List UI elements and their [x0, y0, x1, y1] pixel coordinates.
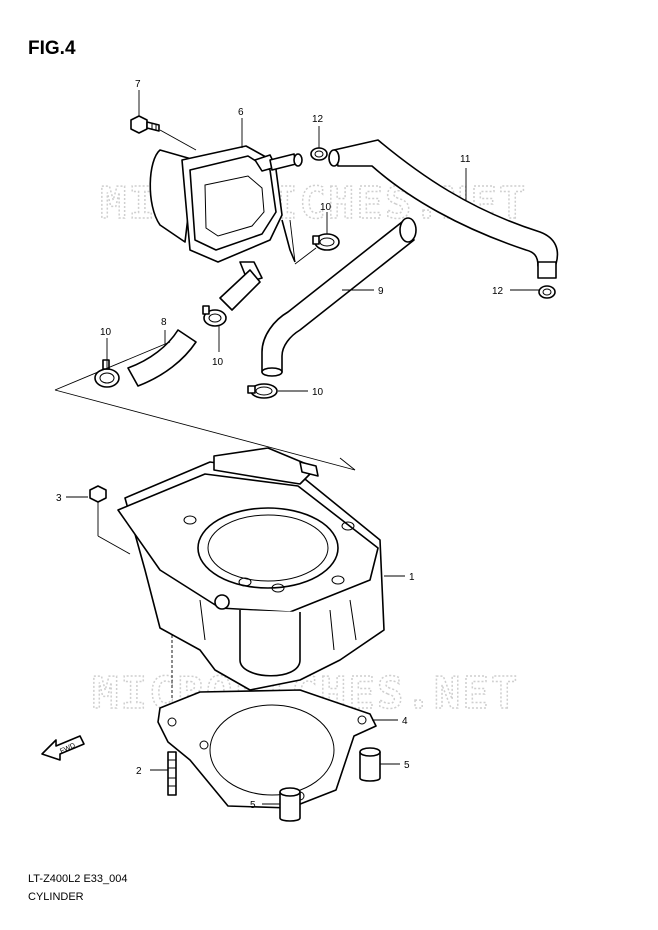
assembly-guide-lines [54, 219, 356, 471]
callout-8: 8 [161, 317, 167, 344]
clamp-10-middle [202, 305, 227, 327]
svg-text:10: 10 [100, 327, 112, 338]
svg-text:8: 8 [161, 317, 167, 328]
callout-5-bottom: 5 [250, 800, 256, 811]
callout-1: 1 [409, 572, 415, 583]
callout-7: 7 [135, 79, 141, 116]
svg-text:6: 6 [238, 107, 244, 118]
callout-4: 4 [402, 716, 408, 727]
fwd-arrow: FWD [41, 735, 85, 761]
dowel-5-right [359, 747, 400, 782]
clip-12-bottom [538, 285, 556, 299]
svg-text:5: 5 [404, 760, 410, 771]
callout-6: 6 [238, 107, 244, 148]
callout-3: 3 [56, 493, 88, 504]
callout-9: 9 [342, 286, 384, 297]
svg-text:11: 11 [460, 154, 471, 165]
svg-text:12: 12 [312, 114, 324, 125]
callout-10-bottom: 10 [278, 387, 324, 398]
diagram-caption: CYLINDER [28, 891, 84, 903]
clip-12-top [310, 147, 328, 161]
svg-text:4: 4 [402, 716, 408, 727]
figure-title: FIG.4 [28, 38, 76, 59]
callout-10-middle: 10 [212, 326, 224, 368]
callout-10-left: 10 [100, 327, 112, 368]
gasket-4 [157, 689, 398, 809]
svg-text:10: 10 [320, 202, 332, 213]
dowel-5-bottom [262, 787, 301, 822]
cylinder-1 [117, 447, 405, 691]
clamp-10-bottom [247, 383, 278, 399]
callout-5-right: 5 [404, 760, 410, 771]
bolt-7 [130, 115, 197, 151]
diagram-code: LT-Z400L2 E33_004 [28, 873, 128, 885]
svg-text:2: 2 [136, 766, 142, 777]
callout-12-top: 12 [312, 114, 324, 148]
svg-text:7: 7 [135, 79, 141, 90]
callout-2: 2 [136, 766, 142, 777]
callout-11: 11 [460, 154, 471, 200]
svg-text:5: 5 [250, 800, 256, 811]
hose-8 [127, 269, 261, 387]
hose-9 [261, 217, 417, 377]
callout-10-upper: 10 [320, 202, 332, 234]
clamp-10-upper-right [312, 233, 340, 251]
valve-6 [149, 145, 303, 283]
svg-text:3: 3 [56, 493, 62, 504]
svg-text:1: 1 [409, 572, 415, 583]
nut-3 [89, 485, 131, 555]
svg-text:12: 12 [492, 286, 504, 297]
callout-12-bottom: 12 [492, 286, 539, 297]
svg-text:9: 9 [378, 286, 384, 297]
svg-text:10: 10 [312, 387, 324, 398]
clamp-10-left [94, 359, 120, 388]
svg-text:10: 10 [212, 357, 224, 368]
hose-11 [328, 139, 559, 279]
stud-2 [150, 635, 177, 796]
